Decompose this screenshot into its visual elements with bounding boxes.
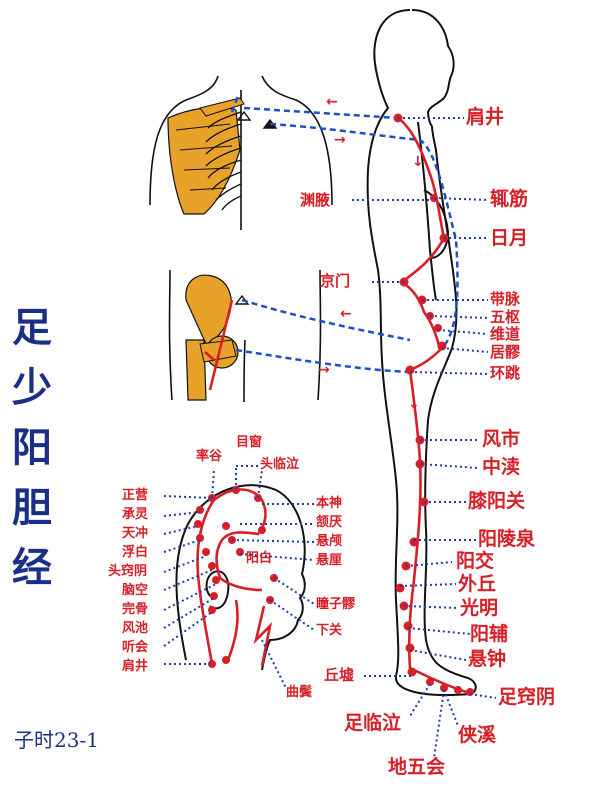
label-huantiao: 环跳 bbox=[490, 364, 521, 382]
label-weidao: 维道 bbox=[490, 325, 521, 343]
inset-triangles bbox=[234, 110, 278, 305]
arrow-right-icon: → bbox=[318, 362, 330, 378]
arrow-right-icon: → bbox=[334, 132, 346, 148]
label-zuqiaoyin: 足窍阴 bbox=[498, 686, 556, 708]
label-daimai: 带脉 bbox=[490, 290, 521, 308]
label-yangfu: 阳辅 bbox=[470, 623, 509, 645]
label-jianjing-head: 肩井 bbox=[122, 659, 149, 674]
label-xuanlu: 悬颅 bbox=[316, 534, 343, 549]
chart-title: 足 少 阳 胆 经 bbox=[8, 298, 56, 598]
label-touqiaoyin: 头窍阴 bbox=[108, 564, 148, 579]
ribs bbox=[205, 111, 242, 211]
label-hanyan: 颔厌 bbox=[316, 515, 343, 530]
label-xuanzhong: 悬钟 bbox=[468, 648, 507, 670]
label-muchuang: 目窗 bbox=[236, 435, 263, 450]
head-meridian-line bbox=[196, 488, 273, 667]
caption: 子时23-1 bbox=[14, 728, 99, 752]
title-char: 经 bbox=[12, 544, 52, 591]
label-guangming: 光明 bbox=[460, 597, 499, 619]
label-fengshi: 风市 bbox=[482, 428, 521, 450]
label-qiuxu: 丘墟 bbox=[324, 666, 355, 684]
hip-inset bbox=[168, 269, 322, 403]
label-yangjiao: 阳交 bbox=[456, 550, 495, 572]
arrow-left-icon: ← bbox=[326, 94, 338, 110]
label-zulinqi: 足临泣 bbox=[344, 712, 402, 734]
label-xuanli: 悬厘 bbox=[316, 553, 343, 568]
acupoints bbox=[194, 113, 474, 696]
label-yangbai: 阳白 bbox=[246, 551, 273, 566]
label-wushu: 五枢 bbox=[490, 308, 521, 326]
label-jianjing: 肩井 bbox=[466, 106, 505, 128]
label-naokong: 脑空 bbox=[122, 583, 149, 598]
label-toulinqi: 头临泣 bbox=[260, 457, 300, 472]
leader-lines bbox=[163, 117, 497, 759]
label-juliao: 居髎 bbox=[490, 343, 521, 361]
scapula-bone bbox=[167, 97, 245, 215]
label-qubin: 曲鬓 bbox=[286, 685, 313, 700]
label-tongziliao: 瞳子髎 bbox=[316, 597, 356, 612]
head-figure bbox=[175, 484, 306, 671]
label-wangu: 完骨 bbox=[122, 602, 149, 617]
guide-lines bbox=[230, 95, 459, 374]
arrow-down-icon: ↓ bbox=[408, 396, 420, 412]
title-char: 阳 bbox=[12, 424, 52, 471]
label-chengling: 承灵 bbox=[122, 507, 149, 522]
label-benshen: 本神 bbox=[316, 496, 343, 511]
arrow-left-icon: ← bbox=[340, 306, 352, 322]
meridian-line bbox=[204, 116, 467, 694]
title-char: 少 bbox=[12, 364, 52, 411]
label-fengchi: 风池 bbox=[122, 621, 149, 636]
label-xiaguan: 下关 bbox=[316, 623, 343, 638]
label-jingmen: 京门 bbox=[320, 272, 351, 290]
label-waiqiu: 外丘 bbox=[458, 573, 497, 595]
label-zhongdu: 中渎 bbox=[482, 456, 521, 478]
arrow-down-icon: ↓ bbox=[412, 154, 424, 170]
label-yanglingquan: 阳陵泉 bbox=[478, 528, 536, 550]
title-char: 足 bbox=[12, 304, 52, 351]
label-riyue: 日月 bbox=[490, 227, 529, 249]
label-yuanye: 渊腋 bbox=[300, 191, 331, 209]
label-xiaxi: 侠溪 bbox=[458, 724, 497, 746]
pelvis-bone bbox=[185, 274, 239, 401]
label-fubai: 浮白 bbox=[122, 545, 149, 560]
label-xiyangguan: 膝阳关 bbox=[468, 490, 526, 512]
label-tianchong: 天冲 bbox=[122, 526, 149, 541]
label-shuaigu: 率谷 bbox=[196, 449, 223, 464]
label-zhejin: 辄筋 bbox=[490, 188, 529, 210]
body-figure bbox=[366, 9, 477, 697]
label-zhengying: 正营 bbox=[122, 488, 149, 503]
title-char: 胆 bbox=[12, 484, 52, 531]
label-tinghui: 听会 bbox=[122, 640, 149, 655]
label-diwuhui: 地五会 bbox=[388, 756, 446, 778]
